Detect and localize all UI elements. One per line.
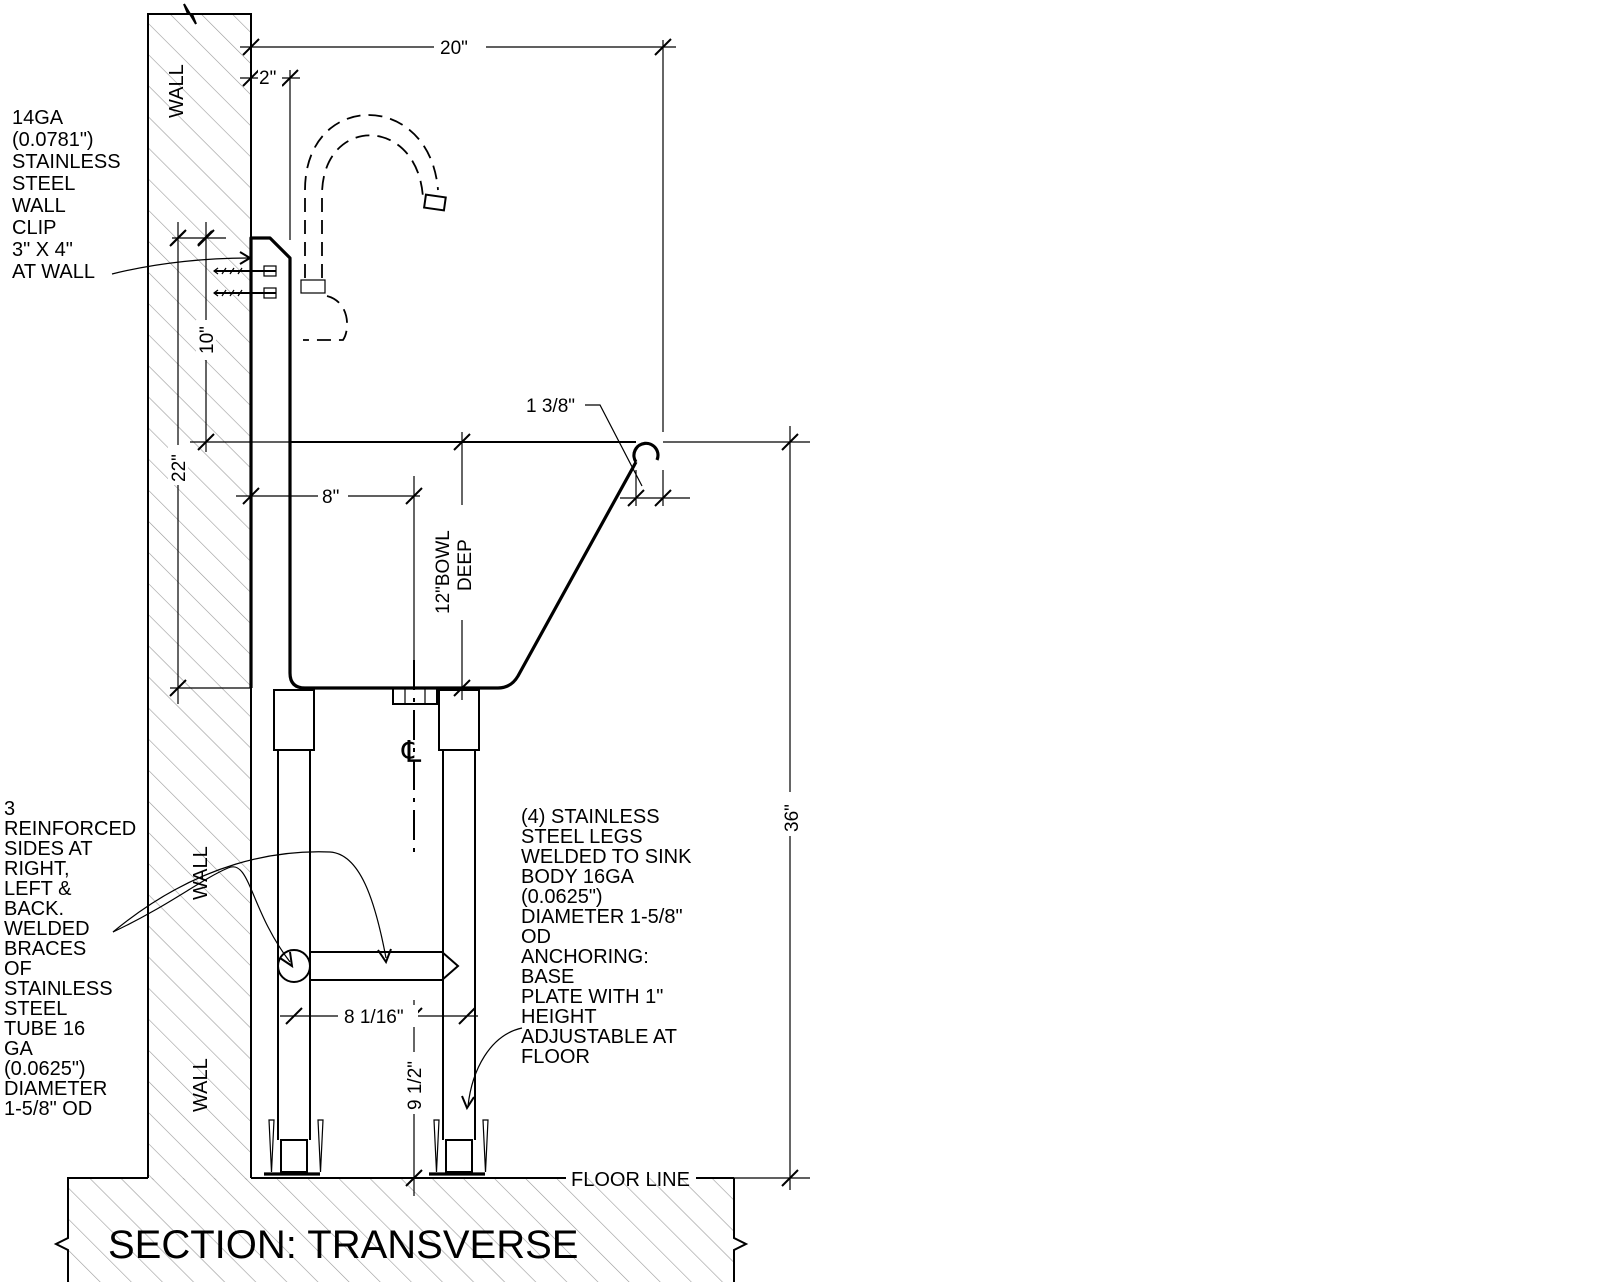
note-leaders xyxy=(111,251,523,1111)
dim-overall-depth: 20" xyxy=(440,38,468,59)
dim-bowl-depth-line2: DEEP xyxy=(455,539,476,591)
note-legs-line: ANCHORING: xyxy=(521,946,649,968)
note-legs-line: BODY 16GA xyxy=(521,866,635,888)
note-braces-line: LEFT & xyxy=(4,878,72,900)
drawing-title: SECTION: TRANSVERSE xyxy=(108,1223,578,1267)
note-wall-clip-line: CLIP xyxy=(12,217,56,239)
note-legs-line: OD xyxy=(521,926,551,948)
faucet-outline xyxy=(300,114,447,341)
wall-labels: WALL WALL WALL xyxy=(166,64,212,1112)
note-legs: (4) STAINLESS STEEL LEGS WELDED TO SINK … xyxy=(521,806,692,1068)
floor-line-label: FLOOR LINE xyxy=(571,1169,690,1191)
floor-section xyxy=(53,1177,749,1282)
dimension-labels: 20" 2" 10" 22" 1 3/8" 8" 12"BOWL DEEP 36… xyxy=(168,35,803,1114)
note-legs-line: HEIGHT xyxy=(521,1006,597,1028)
wall-anchor-screws xyxy=(213,265,277,299)
wall-label-middle: WALL xyxy=(190,846,212,900)
note-legs-line: DIAMETER 1-5/8" xyxy=(521,906,683,928)
note-braces-line: DIAMETER xyxy=(4,1078,107,1100)
dim-leg-spacing: 8 1/16" xyxy=(344,1007,404,1028)
note-braces: 3 REINFORCED SIDES AT RIGHT, LEFT & BACK… xyxy=(4,798,136,1120)
centerline-symbol: ℄ xyxy=(401,736,422,769)
dim-backsplash-height: 10" xyxy=(197,326,218,354)
note-braces-line: REINFORCED xyxy=(4,818,136,840)
note-legs-line: PLATE WITH 1" xyxy=(521,986,663,1008)
note-wall-clip-line: AT WALL xyxy=(12,261,95,283)
dim-overall-height: 36" xyxy=(782,804,803,832)
note-braces-line: BACK. xyxy=(4,898,64,920)
note-braces-line: GA xyxy=(4,1038,34,1060)
note-braces-line: OF xyxy=(4,958,32,980)
note-braces-line: STEEL xyxy=(4,998,67,1020)
note-legs-line: BASE xyxy=(521,966,574,988)
wall-section xyxy=(147,3,252,1180)
note-wall-clip-line: 14GA xyxy=(12,107,64,129)
dim-rim-curl: 1 3/8" xyxy=(526,396,575,417)
note-braces-line: (0.0625") xyxy=(4,1058,86,1080)
sink-body xyxy=(249,236,660,690)
leg-left xyxy=(264,689,324,1176)
dim-brace-height: 9 1/2" xyxy=(405,1061,426,1110)
wall-label-top: WALL xyxy=(166,64,188,118)
note-wall-clip-line: (0.0781") xyxy=(12,129,94,151)
note-wall-clip-line: WALL xyxy=(12,195,66,217)
note-braces-line: STAINLESS xyxy=(4,978,113,1000)
dim-bowl-depth-line1: 12"BOWL xyxy=(433,530,454,614)
wall-label-bottom: WALL xyxy=(190,1058,212,1112)
note-wall-clip-line: STEEL xyxy=(12,173,75,195)
note-braces-line: 1-5/8" OD xyxy=(4,1098,92,1120)
note-braces-line: 3 xyxy=(4,798,15,820)
note-braces-line: RIGHT, xyxy=(4,858,70,880)
note-legs-line: STEEL LEGS xyxy=(521,826,643,848)
note-braces-line: WELDED xyxy=(4,918,90,940)
note-braces-line: SIDES AT xyxy=(4,838,93,860)
dimension-lines xyxy=(169,38,810,1196)
note-wall-clip-line: STAINLESS xyxy=(12,151,121,173)
note-legs-line: ADJUSTABLE AT xyxy=(521,1026,677,1048)
dim-rim-to-bottom: 22" xyxy=(169,454,190,482)
note-braces-line: TUBE 16 xyxy=(4,1018,85,1040)
cross-brace xyxy=(277,949,460,983)
note-legs-line: WELDED TO SINK xyxy=(521,846,692,868)
dim-backsplash-offset: 2" xyxy=(259,68,276,89)
note-wall-clip-line: 3" X 4" xyxy=(12,239,73,261)
leg-right xyxy=(429,689,489,1176)
note-legs-line: FLOOR xyxy=(521,1046,590,1068)
note-wall-clip: 14GA (0.0781") STAINLESS STEEL WALL CLIP… xyxy=(12,107,121,283)
dim-drain-offset: 8" xyxy=(322,487,339,508)
note-legs-line: (4) STAINLESS xyxy=(521,806,660,828)
note-legs-line: (0.0625") xyxy=(521,886,603,908)
note-braces-line: BRACES xyxy=(4,938,86,960)
